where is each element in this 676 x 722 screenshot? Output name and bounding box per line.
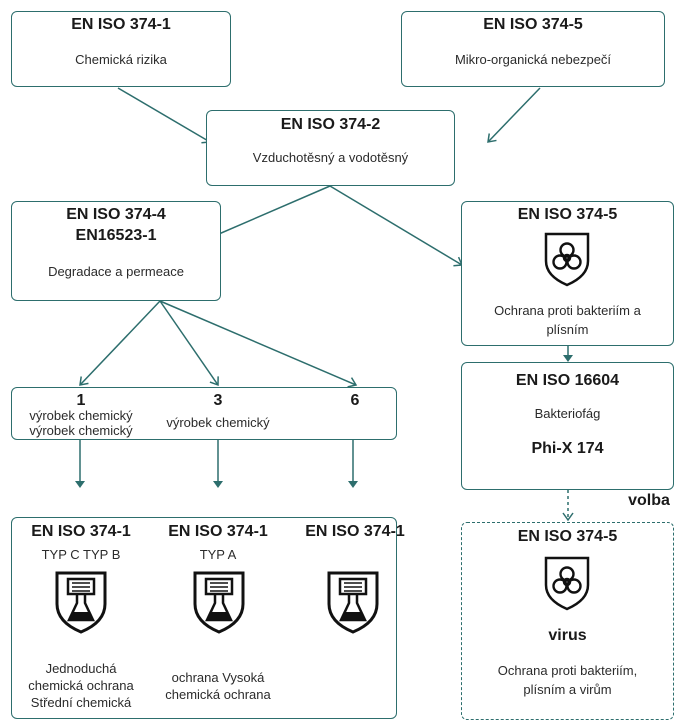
chem-col1-title: EN ISO 374-1	[31, 523, 131, 540]
box-en374-2-subtitle: Vzduchotěsný a vodotěsný	[252, 150, 409, 165]
box-en16604	[461, 362, 674, 490]
biohazard-shield-icon	[544, 232, 590, 287]
box-en374-5-top-subtitle: Mikro-organická nebezpečí	[454, 52, 612, 67]
option-label: volba	[628, 492, 670, 509]
arrow-leftmid-to-level3	[159, 300, 219, 387]
box-en374-5-right-title: EN ISO 374-5	[517, 206, 618, 223]
chem-col1-cap1: Jednoduchá	[45, 661, 117, 676]
chem-col1-cap2: chemická ochrana	[28, 678, 134, 693]
box-en374-5-virus	[461, 522, 674, 720]
level-3-line1: výrobek chemický	[166, 415, 270, 430]
level-3-number: 3	[213, 392, 223, 409]
box-en374-4-subtitle: Degradace a permeace	[48, 264, 184, 279]
arrow-middle-to-rightmid	[329, 185, 464, 267]
chem-col1-type: TYP C TYP B	[41, 547, 121, 562]
box-en374-5-virus-label: virus	[548, 627, 587, 644]
chemical-flask-shield-icon	[55, 571, 107, 634]
chem-col2-cap2: ochrana Vysoká	[171, 670, 265, 685]
biohazard-shield-icon	[544, 556, 590, 611]
box-en374-5-top-title: EN ISO 374-5	[483, 16, 583, 33]
chem-col2-title: EN ISO 374-1	[168, 523, 268, 540]
box-en374-4	[11, 201, 221, 301]
chemical-flask-shield-icon	[327, 571, 379, 634]
chem-col2-type: TYP A	[199, 547, 237, 562]
level-1-line2: výrobek chemický	[29, 423, 133, 438]
arrow-topleft-to-middle	[117, 87, 212, 144]
box-en374-5-right-caption1: Ochrana proti bakteriím a	[494, 303, 641, 318]
arrow-topright-to-middle	[487, 87, 541, 143]
box-en16523-title: EN16523-1	[75, 227, 157, 244]
chem-col1-cap3: Střední chemická	[30, 695, 132, 710]
chem-col2-cap3: chemická ochrana	[165, 687, 271, 702]
level-1-number: 1	[76, 392, 86, 409]
chemical-flask-shield-icon	[193, 571, 245, 634]
level-1-line1: výrobek chemický	[29, 408, 133, 423]
box-en374-5-virus-title: EN ISO 374-5	[517, 528, 618, 545]
box-en374-2	[206, 110, 455, 186]
box-en374-5-right-caption2: plísním	[546, 322, 589, 337]
box-en374-4-title: EN ISO 374-4	[66, 206, 166, 223]
box-en16604-title: EN ISO 16604	[515, 372, 620, 389]
arrow-leftmid-to-level1	[79, 300, 161, 386]
box-en374-1-top-title: EN ISO 374-1	[71, 16, 171, 33]
box-en374-5-virus-cap2: plísním a virům	[523, 682, 612, 697]
box-en374-1-top	[11, 11, 231, 87]
box-levels	[11, 387, 397, 440]
box-en16604-subtitle: Bakteriofág	[534, 406, 601, 421]
box-en374-5-right	[461, 201, 674, 346]
box-en374-2-title: EN ISO 374-2	[280, 116, 381, 133]
box-en374-1-top-subtitle: Chemická rizika	[75, 52, 167, 67]
arrow-leftmid-to-level6	[159, 300, 358, 388]
chem-col3-title: EN ISO 374-1	[305, 523, 405, 540]
box-en16604-strain: Phi-X 174	[531, 440, 604, 457]
box-en374-5-virus-cap1: Ochrana proti bakteriím,	[497, 663, 638, 678]
level-6-number: 6	[350, 392, 360, 409]
box-en374-5-top	[401, 11, 665, 87]
